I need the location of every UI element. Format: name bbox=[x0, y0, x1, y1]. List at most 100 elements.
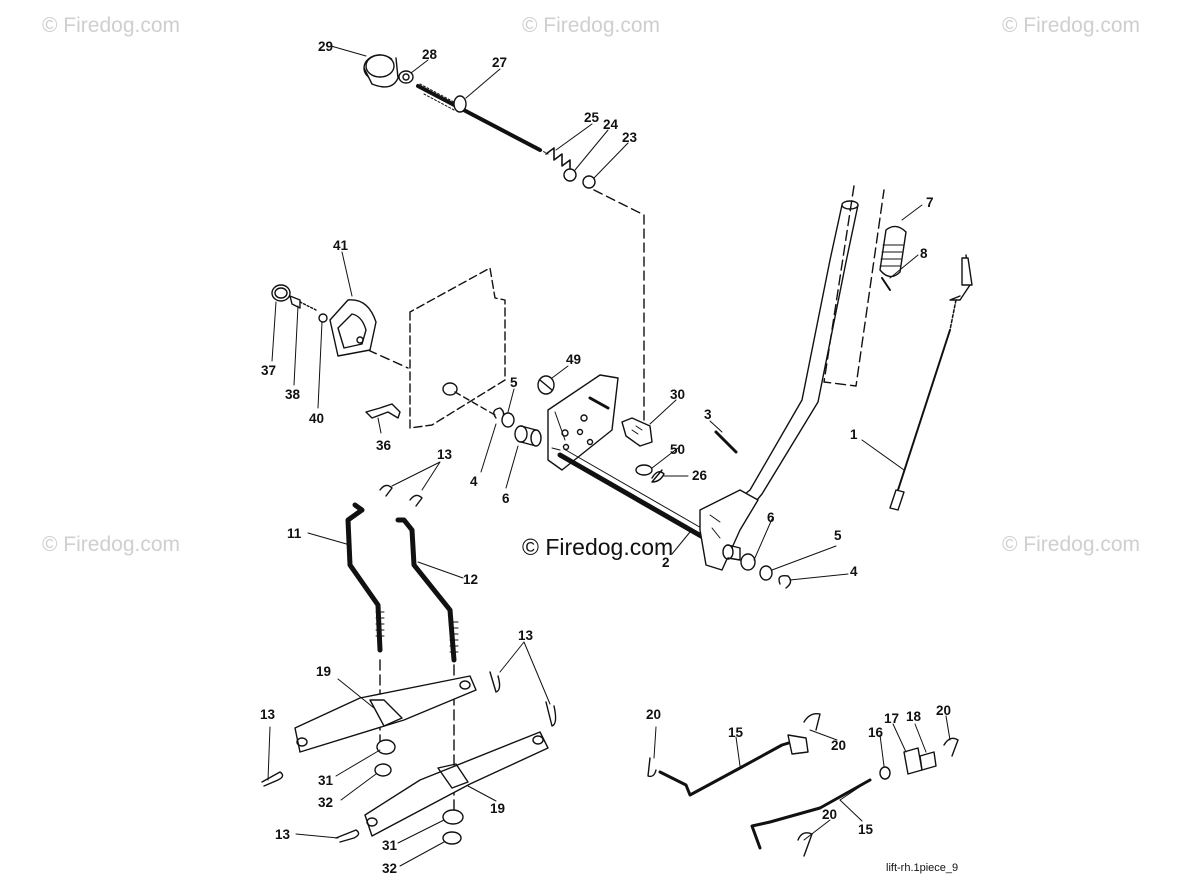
clip-13 bbox=[261, 771, 284, 787]
watermark: © Firedog.com bbox=[42, 14, 181, 37]
callout-20: 20 bbox=[936, 703, 951, 718]
callout-32: 32 bbox=[318, 795, 333, 810]
callout-29: 29 bbox=[318, 39, 333, 54]
washer-40 bbox=[318, 313, 328, 323]
adjust-knob bbox=[363, 54, 399, 88]
callout-20: 20 bbox=[831, 738, 846, 753]
callout-28: 28 bbox=[422, 47, 438, 62]
callout-32: 32 bbox=[382, 861, 397, 876]
callout-30: 30 bbox=[670, 387, 685, 402]
callout-8: 8 bbox=[920, 246, 928, 261]
block-18 bbox=[919, 751, 937, 771]
watermark: © Firedog.com bbox=[42, 533, 181, 556]
link-12 bbox=[395, 517, 459, 663]
callout-labels: 29 28 27 25 24 23 7 8 41 37 38 40 36 49 … bbox=[260, 39, 951, 876]
grip-7 bbox=[879, 225, 907, 278]
callout-17: 17 bbox=[884, 711, 899, 726]
callout-6: 6 bbox=[502, 491, 510, 506]
washer-50 bbox=[635, 464, 653, 476]
lift-arm-19 bbox=[364, 731, 549, 837]
callout-13: 13 bbox=[260, 707, 276, 722]
callout-16: 16 bbox=[868, 725, 884, 740]
link-11 bbox=[345, 502, 385, 653]
callout-18: 18 bbox=[906, 709, 922, 724]
callout-12: 12 bbox=[463, 572, 478, 587]
callout-31: 31 bbox=[382, 838, 398, 853]
callout-37: 37 bbox=[261, 363, 276, 378]
bushing-31 bbox=[376, 739, 396, 755]
bushing-6 bbox=[722, 544, 741, 561]
clip-20 bbox=[803, 712, 821, 731]
frame-plate bbox=[409, 267, 506, 429]
callout-15: 15 bbox=[728, 725, 744, 740]
callout-6: 6 bbox=[767, 510, 775, 525]
lift-arm-19 bbox=[294, 675, 477, 753]
watermark: © Firedog.com bbox=[522, 14, 661, 37]
watermark: © Firedog.com bbox=[1002, 533, 1141, 556]
washer-5 bbox=[501, 412, 515, 428]
callout-38: 38 bbox=[285, 387, 301, 402]
callout-24: 24 bbox=[603, 117, 619, 132]
lift-rod-15 bbox=[750, 778, 872, 850]
plate-hole bbox=[442, 382, 458, 396]
washer-5 bbox=[740, 553, 756, 571]
clip-26 bbox=[651, 469, 665, 483]
callout-11: 11 bbox=[287, 526, 302, 541]
clip-13 bbox=[335, 829, 360, 843]
callout-31: 31 bbox=[318, 773, 334, 788]
callout-19: 19 bbox=[490, 801, 505, 816]
clip-13 bbox=[379, 484, 423, 507]
lift-plate bbox=[547, 374, 619, 471]
callout-3: 3 bbox=[704, 407, 712, 422]
callout-40: 40 bbox=[309, 411, 324, 426]
lift-lever bbox=[699, 200, 859, 571]
callout-26: 26 bbox=[692, 468, 708, 483]
swivel-30 bbox=[621, 417, 653, 447]
bushing-6 bbox=[514, 425, 542, 447]
spring-25 bbox=[545, 147, 571, 173]
diagram-id: lift-rh.1piece_9 bbox=[886, 862, 959, 874]
callout-36: 36 bbox=[376, 438, 392, 453]
watermark-center: © Firedog.com bbox=[522, 534, 674, 560]
screw-38 bbox=[289, 295, 317, 311]
callout-4: 4 bbox=[850, 564, 858, 579]
knob-37 bbox=[271, 284, 291, 302]
callout-41: 41 bbox=[333, 238, 349, 253]
knob-nut bbox=[398, 70, 414, 84]
lift-rod-15 bbox=[658, 734, 809, 797]
washer-5 bbox=[759, 565, 773, 581]
callout-50: 50 bbox=[670, 442, 685, 457]
threaded-rod bbox=[416, 83, 549, 155]
callout-13: 13 bbox=[275, 827, 291, 842]
pin-8 bbox=[881, 277, 891, 291]
lift-shaft bbox=[557, 452, 711, 543]
bolt-49 bbox=[537, 375, 555, 395]
callout-13: 13 bbox=[437, 447, 453, 462]
nut-32 bbox=[374, 763, 392, 777]
callout-49: 49 bbox=[566, 352, 581, 367]
callout-7: 7 bbox=[926, 195, 934, 210]
callout-25: 25 bbox=[584, 110, 600, 125]
bushing-31 bbox=[442, 809, 464, 825]
callout-20: 20 bbox=[646, 707, 661, 722]
clip-13 bbox=[545, 701, 557, 727]
handle-hidden bbox=[823, 185, 885, 387]
clip-20 bbox=[797, 832, 813, 857]
nut-23 bbox=[582, 175, 596, 189]
clip-20 bbox=[943, 737, 959, 757]
bracket-36 bbox=[365, 403, 401, 419]
leader-lines bbox=[267, 45, 951, 867]
nut-16 bbox=[879, 766, 891, 780]
clip-20 bbox=[647, 757, 657, 778]
clip-13 bbox=[489, 671, 501, 693]
callout-27: 27 bbox=[492, 55, 507, 70]
callout-20: 20 bbox=[822, 807, 837, 822]
watermark: © Firedog.com bbox=[1002, 14, 1141, 37]
callout-5: 5 bbox=[834, 528, 842, 543]
washer-24 bbox=[563, 168, 577, 182]
knob-41 bbox=[329, 299, 377, 357]
nut-32 bbox=[442, 831, 462, 845]
callout-13: 13 bbox=[518, 628, 534, 643]
